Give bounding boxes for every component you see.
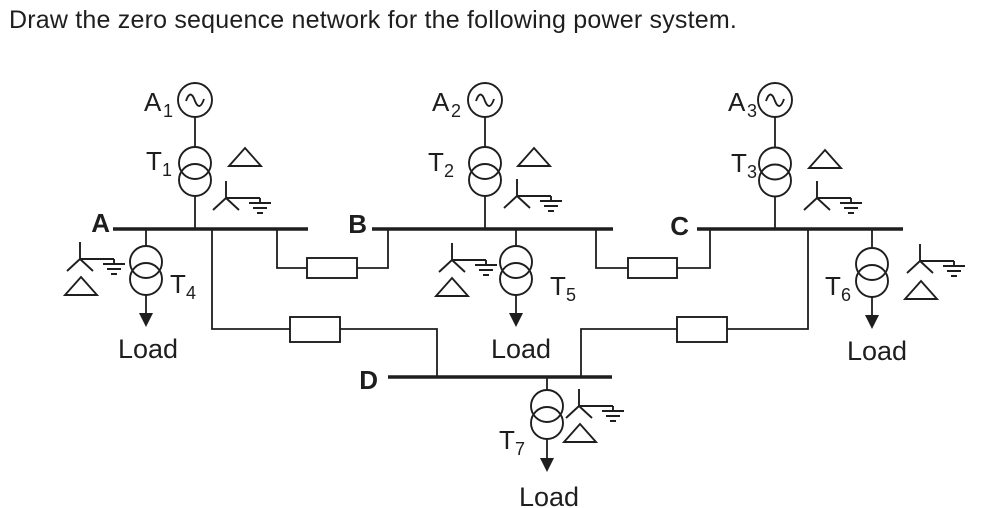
question-text: Draw the zero sequence network for the f…	[9, 6, 738, 34]
wye-ground-winding-icon	[66, 241, 126, 275]
line-b-c-wire	[595, 229, 711, 269]
line-c-d-wire	[580, 229, 809, 377]
transformer-icon	[468, 146, 502, 197]
bus-d-label: D	[359, 365, 378, 395]
transformer-icon	[129, 245, 163, 296]
load-label: Load	[118, 334, 178, 364]
wye-ground-winding-icon	[438, 242, 498, 276]
generator-a1-label-subscript: 1	[163, 101, 173, 121]
generator-a2-label-subscript: 2	[451, 101, 461, 121]
wye-ground-winding-icon	[503, 178, 563, 212]
line-a-d-wire	[211, 229, 438, 377]
bus-b-label: B	[348, 209, 367, 239]
transformer-t3-label-subscript: 3	[747, 162, 757, 182]
line-c-d-impedance-box	[676, 316, 728, 343]
load-transformer-t5-unit: T 5 Load	[435, 229, 576, 364]
line-a-b-wire	[276, 229, 389, 269]
transformer-t5-label: T	[550, 271, 566, 301]
generator-icon	[177, 82, 213, 118]
transformer-t7-label-subscript: 7	[515, 439, 525, 459]
load-arrow-icon	[508, 293, 524, 328]
transformer-t2-label: T	[428, 147, 444, 177]
delta-winding-icon	[64, 276, 98, 296]
transformer-t1-label: T	[146, 146, 162, 176]
line-a-b-impedance-box	[306, 257, 358, 279]
wye-ground-winding-icon	[565, 388, 625, 422]
wye-ground-winding-icon	[803, 180, 863, 214]
transformer-t4-label-subscript: 4	[186, 283, 196, 303]
load-label: Load	[847, 336, 907, 366]
delta-winding-icon	[435, 277, 469, 297]
transformer-icon	[855, 247, 889, 298]
transformer-t5-label-subscript: 5	[566, 285, 576, 305]
transformer-icon	[178, 146, 212, 197]
transformer-t6-label: T	[825, 271, 841, 301]
transformer-t7-label: T	[499, 425, 515, 455]
generator-icon	[467, 82, 503, 118]
load-label: Load	[519, 482, 579, 508]
load-arrow-icon	[539, 438, 555, 473]
delta-winding-icon	[904, 280, 938, 300]
generator-a1-label: A	[144, 87, 162, 117]
generator-a3-label-subscript: 3	[747, 101, 757, 121]
transformer-icon	[758, 146, 792, 198]
load-arrow-icon	[138, 293, 154, 328]
load-label: Load	[491, 334, 551, 364]
transformer-icon	[499, 245, 533, 296]
bus-a-label: A	[91, 208, 110, 238]
transformer-icon	[530, 389, 564, 440]
delta-winding-icon	[517, 147, 551, 167]
transformer-t6-label-subscript: 6	[841, 285, 851, 305]
transformer-t1-label-subscript: 1	[162, 160, 172, 180]
generator-a2-label: A	[432, 87, 450, 117]
transformer-t4-label: T	[170, 269, 186, 299]
load-transformer-t7-unit: T 7 Load	[499, 377, 625, 508]
line-a-d-impedance-box	[289, 316, 341, 343]
delta-winding-icon	[563, 423, 597, 443]
line-b-c-impedance-box	[627, 257, 678, 279]
delta-winding-icon	[228, 147, 262, 167]
transformer-t2-label-subscript: 2	[444, 161, 454, 181]
wye-ground-winding-icon	[212, 180, 272, 214]
load-arrow-icon	[864, 295, 880, 330]
load-transformer-t6-unit: T 6 Load	[825, 229, 966, 366]
generator-icon	[757, 82, 793, 118]
generator-a1-unit: A 1 T 1	[144, 82, 272, 229]
generator-a2-unit: A 2 T 2	[428, 82, 563, 229]
generator-a3-unit: A 3 T 3	[728, 82, 863, 229]
bus-c-label: C	[670, 211, 689, 241]
generator-a3-label: A	[728, 87, 746, 117]
load-transformer-t4-unit: T 4 Load	[64, 229, 196, 364]
transformer-t3-label: T	[731, 148, 747, 178]
wye-ground-winding-icon	[906, 243, 966, 277]
delta-winding-icon	[808, 149, 842, 169]
